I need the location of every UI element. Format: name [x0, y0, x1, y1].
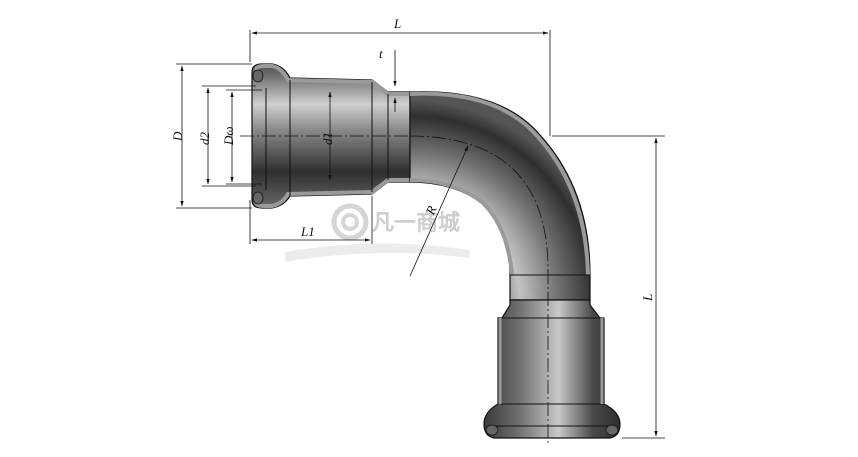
- watermark: 凡一商城: [285, 203, 470, 262]
- dim-label-d: D: [170, 131, 185, 142]
- dim-label-l-top: L: [393, 16, 401, 31]
- vertical-pipe: [483, 299, 621, 439]
- watermark-text: 凡一商城: [372, 210, 460, 236]
- dim-label-t: t: [379, 46, 383, 61]
- elbow-bend: [409, 91, 591, 301]
- dim-label-d2: d2: [197, 132, 212, 146]
- dim-label-l-right: L: [640, 294, 655, 302]
- dim-label-l1: L1: [300, 224, 315, 239]
- dim-label-d1: d1: [320, 132, 335, 145]
- logo-circle-icon: [331, 203, 369, 241]
- dim-label-dw: Dω: [221, 126, 236, 146]
- centerlines: [240, 135, 549, 444]
- dimension-lines: [176, 30, 665, 439]
